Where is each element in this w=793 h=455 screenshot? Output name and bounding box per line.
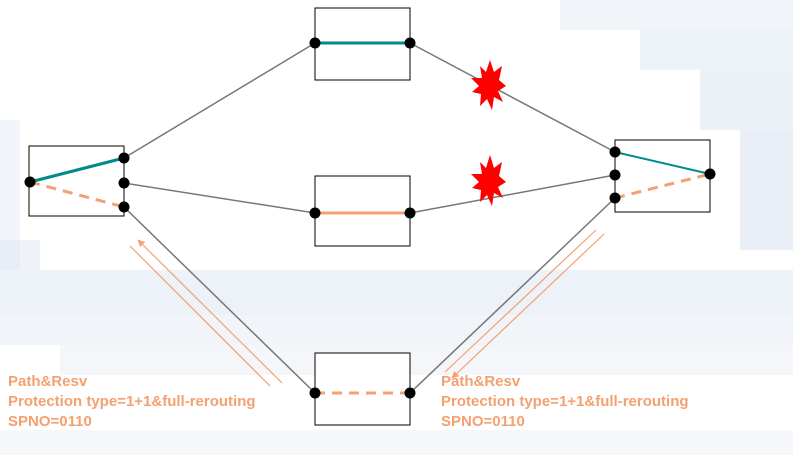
node-box-right [614, 139, 711, 213]
port-dot-icon [704, 168, 716, 180]
background-block [0, 240, 40, 270]
background-block [0, 430, 793, 455]
annotation-spno: SPNO=0110 [8, 413, 92, 430]
ports [24, 37, 716, 399]
port-dot-icon [404, 387, 416, 399]
signaling-arrow-right-2 [444, 229, 597, 373]
background-block [700, 70, 793, 130]
explosion-icon [471, 155, 506, 206]
link-bottom-right [409, 197, 616, 394]
signaling-arrow-left-2 [129, 245, 271, 387]
link-top-right [409, 42, 616, 153]
annotation-protection-type: Protection type=1+1&full-rerouting [8, 393, 256, 410]
port-dot-icon [609, 146, 621, 158]
node-box-middle [314, 175, 411, 247]
port-dot-icon [118, 152, 130, 164]
port-dot-icon [309, 387, 321, 399]
node-box-left [28, 145, 125, 217]
background-block [60, 345, 793, 375]
port-dot-icon [609, 192, 621, 204]
background-block [0, 120, 20, 270]
port-dot-icon [309, 207, 321, 219]
link-left-middle [123, 182, 316, 214]
annotation-left: Path&Resv Protection type=1+1&full-rerou… [8, 372, 256, 432]
link-middle-right [409, 174, 616, 214]
working-path-left [29, 156, 125, 184]
annotation-protection-type: Protection type=1+1&full-rerouting [441, 393, 689, 410]
explosion-icon [471, 60, 506, 110]
background-block [740, 130, 793, 250]
background-block [640, 30, 793, 70]
annotation-right: Path&Resv Protection type=1+1&full-rerou… [441, 372, 689, 432]
port-dot-icon [404, 37, 416, 49]
background-block [560, 0, 793, 30]
signaling-arrow-right-1 [451, 233, 605, 379]
link-left-bottom [123, 206, 316, 394]
port-dot-icon [404, 207, 416, 219]
signaling-arrow-left-1 [137, 239, 283, 384]
node-box-bottom [314, 352, 411, 426]
port-dot-icon [609, 169, 621, 181]
background-block [0, 270, 793, 315]
background-block [0, 315, 793, 345]
port-dot-icon [118, 201, 130, 213]
annotation-spno: SPNO=0110 [441, 413, 525, 430]
port-dot-icon [24, 176, 36, 188]
port-dot-icon [309, 37, 321, 49]
port-dot-icon [118, 177, 130, 189]
link-left-top [123, 42, 316, 159]
working-path-right [614, 151, 711, 175]
annotation-title: Path&Resv [8, 373, 88, 390]
annotation-title: Path&Resv [441, 373, 521, 390]
